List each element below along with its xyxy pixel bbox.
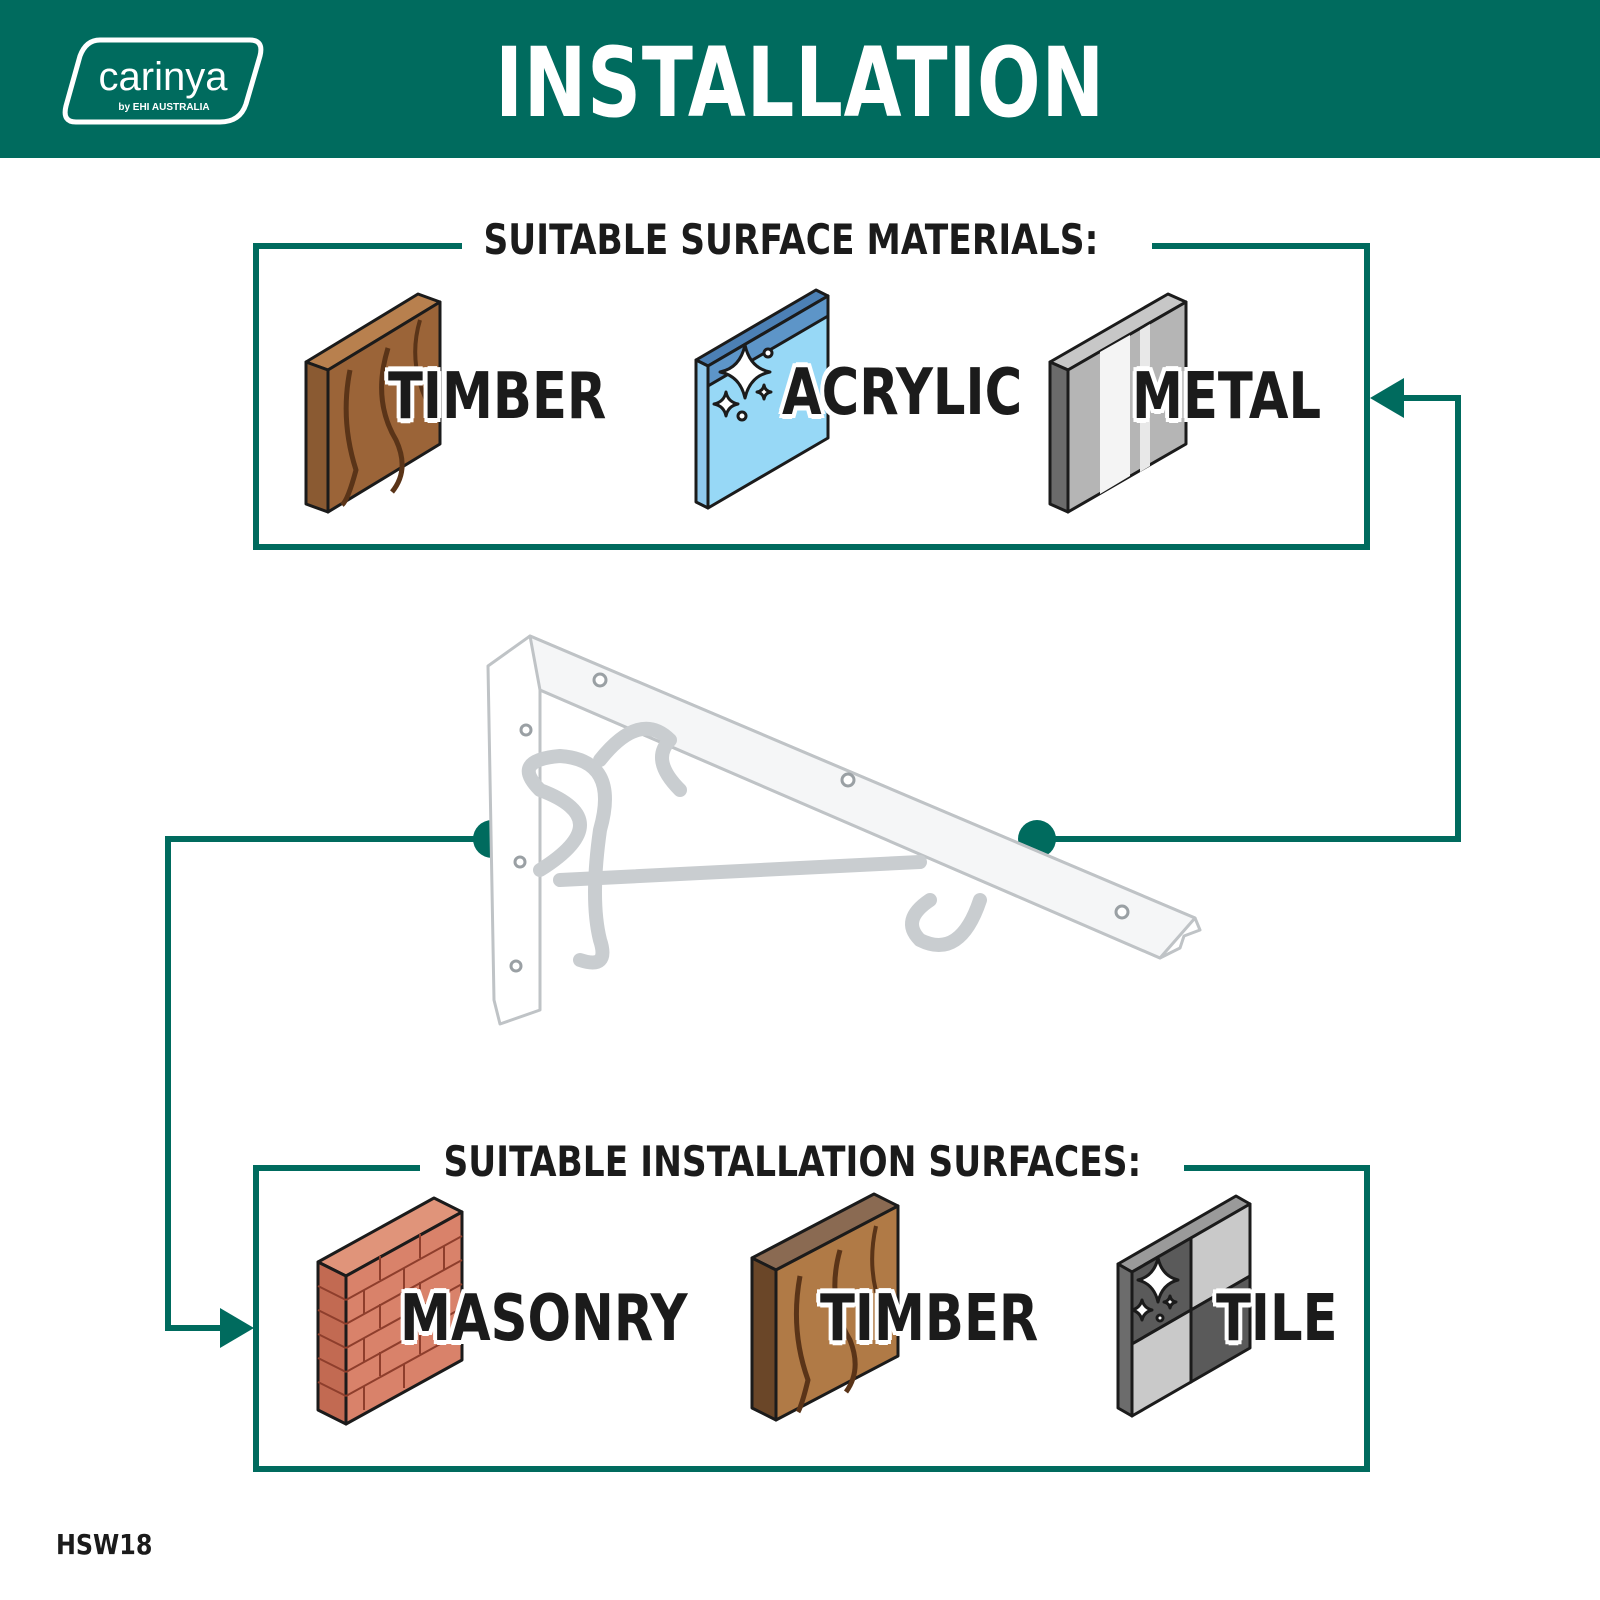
connector-left: [165, 836, 492, 1331]
materials-title: SUITABLE SURFACE MATERIALS:: [472, 215, 1110, 265]
arrow-head-top: [1370, 378, 1404, 418]
surface-label-tile: TILE: [1216, 1282, 1338, 1356]
surface-label-timber: TIMBER: [820, 1282, 1039, 1356]
acrylic-panel-icon: [694, 288, 830, 510]
surface-label-masonry: MASONRY: [400, 1282, 688, 1356]
timber-block-icon: [304, 292, 442, 514]
carinya-logo: carinya by EHI AUSTRALIA: [62, 37, 264, 125]
materials-frame: [253, 243, 1370, 550]
tile-icon: [1116, 1194, 1252, 1418]
page-title: INSTALLATION: [495, 27, 1105, 139]
connector-right: [1037, 395, 1461, 842]
brick-wall-icon: [316, 1196, 464, 1426]
surfaces-frame: [253, 1165, 1370, 1472]
material-label-acrylic: ACRYLIC: [782, 356, 1023, 430]
header-bar: carinya by EHI AUSTRALIA INSTALLATION: [0, 0, 1600, 158]
timber-panel-icon: [750, 1192, 900, 1422]
product-code: HSW18: [56, 1528, 153, 1561]
logo-subtext: by EHI AUSTRALIA: [118, 102, 209, 113]
logo-text: carinya: [99, 55, 229, 99]
metal-plate-icon: [1048, 292, 1188, 514]
material-label-metal: METAL: [1132, 360, 1322, 434]
arrow-head-bottom: [220, 1308, 254, 1348]
surfaces-title: SUITABLE INSTALLATION SURFACES:: [432, 1137, 1153, 1187]
material-label-timber: TIMBER: [388, 360, 607, 434]
shelf-bracket-icon: [486, 634, 1202, 1026]
